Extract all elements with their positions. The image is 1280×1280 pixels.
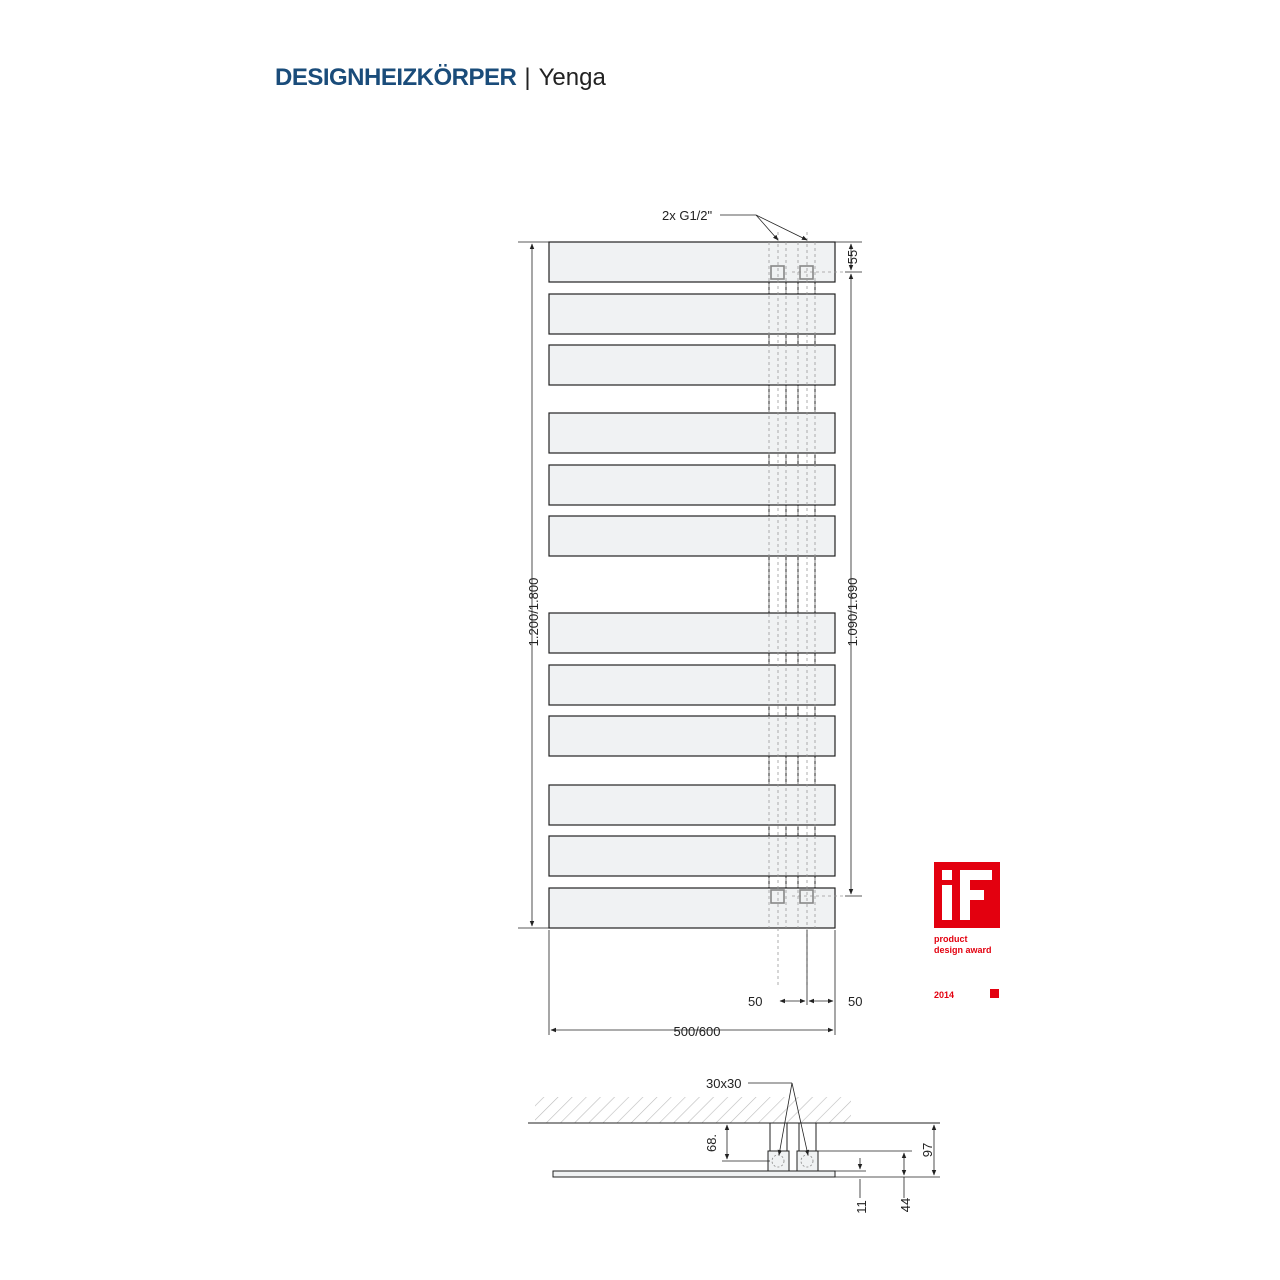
panel [548, 887, 836, 929]
panel [548, 412, 836, 454]
product-category: DESIGNHEIZKÖRPER [275, 64, 517, 91]
depth-label-left: 68. [704, 1134, 719, 1152]
panel [548, 464, 836, 506]
panel [548, 835, 836, 877]
panel-group [548, 241, 836, 929]
bottom-label-a: 11 [854, 1200, 869, 1214]
pipe-fittings [767, 1150, 819, 1172]
award-text: product design award [934, 934, 1014, 956]
connection-label: 2x G1/2" [662, 208, 713, 223]
depth-label-right: 97 [920, 1143, 935, 1157]
panel [548, 612, 836, 654]
panel [548, 715, 836, 757]
panel [548, 293, 836, 335]
height-dimension [518, 241, 549, 929]
side-dimensions [722, 1122, 940, 1198]
panel [548, 344, 836, 386]
right-axis-label: 50 [848, 994, 862, 1009]
hidden-collector-lines [768, 232, 845, 985]
panel [548, 515, 836, 557]
page-title: DESIGNHEIZKÖRPER | Yenga [275, 62, 606, 94]
top-offset-label: 55 [845, 250, 860, 264]
bottom-label-b: 44 [898, 1198, 913, 1212]
connection-spacing-dimension [835, 241, 862, 897]
axis-dimensions [548, 930, 836, 1035]
pipe-leader [748, 1082, 810, 1156]
award-square-icon [990, 989, 999, 998]
award-line-2: design award [934, 945, 992, 955]
panel [548, 241, 836, 283]
award-line-1: product [934, 934, 968, 944]
height-label: 1.200/1.800 [526, 578, 541, 647]
pipe-label: 30x30 [706, 1076, 741, 1091]
panel [548, 784, 836, 826]
width-label: 500/600 [674, 1024, 721, 1039]
connection-points [770, 265, 814, 904]
panel [548, 664, 836, 706]
product-model: Yenga [538, 64, 606, 91]
left-axis-label: 50 [748, 994, 762, 1009]
if-award: product design award 2014 [934, 862, 1014, 1000]
connection-spacing-label: 1.090/1.690 [845, 578, 860, 647]
if-award-logo [934, 862, 1000, 928]
title-separator: | [524, 64, 531, 91]
award-year: 2014 [934, 990, 955, 1000]
front-view: 2x G1/2" 1.200/1.800 1.090/1.690 55 [518, 208, 862, 1039]
panel-side [552, 1170, 836, 1178]
fitting-circles [771, 1154, 814, 1168]
side-view: 30x30 68. 97 11 44 [528, 1076, 940, 1214]
wall-hatching [535, 1097, 851, 1123]
connection-leader [720, 214, 808, 241]
